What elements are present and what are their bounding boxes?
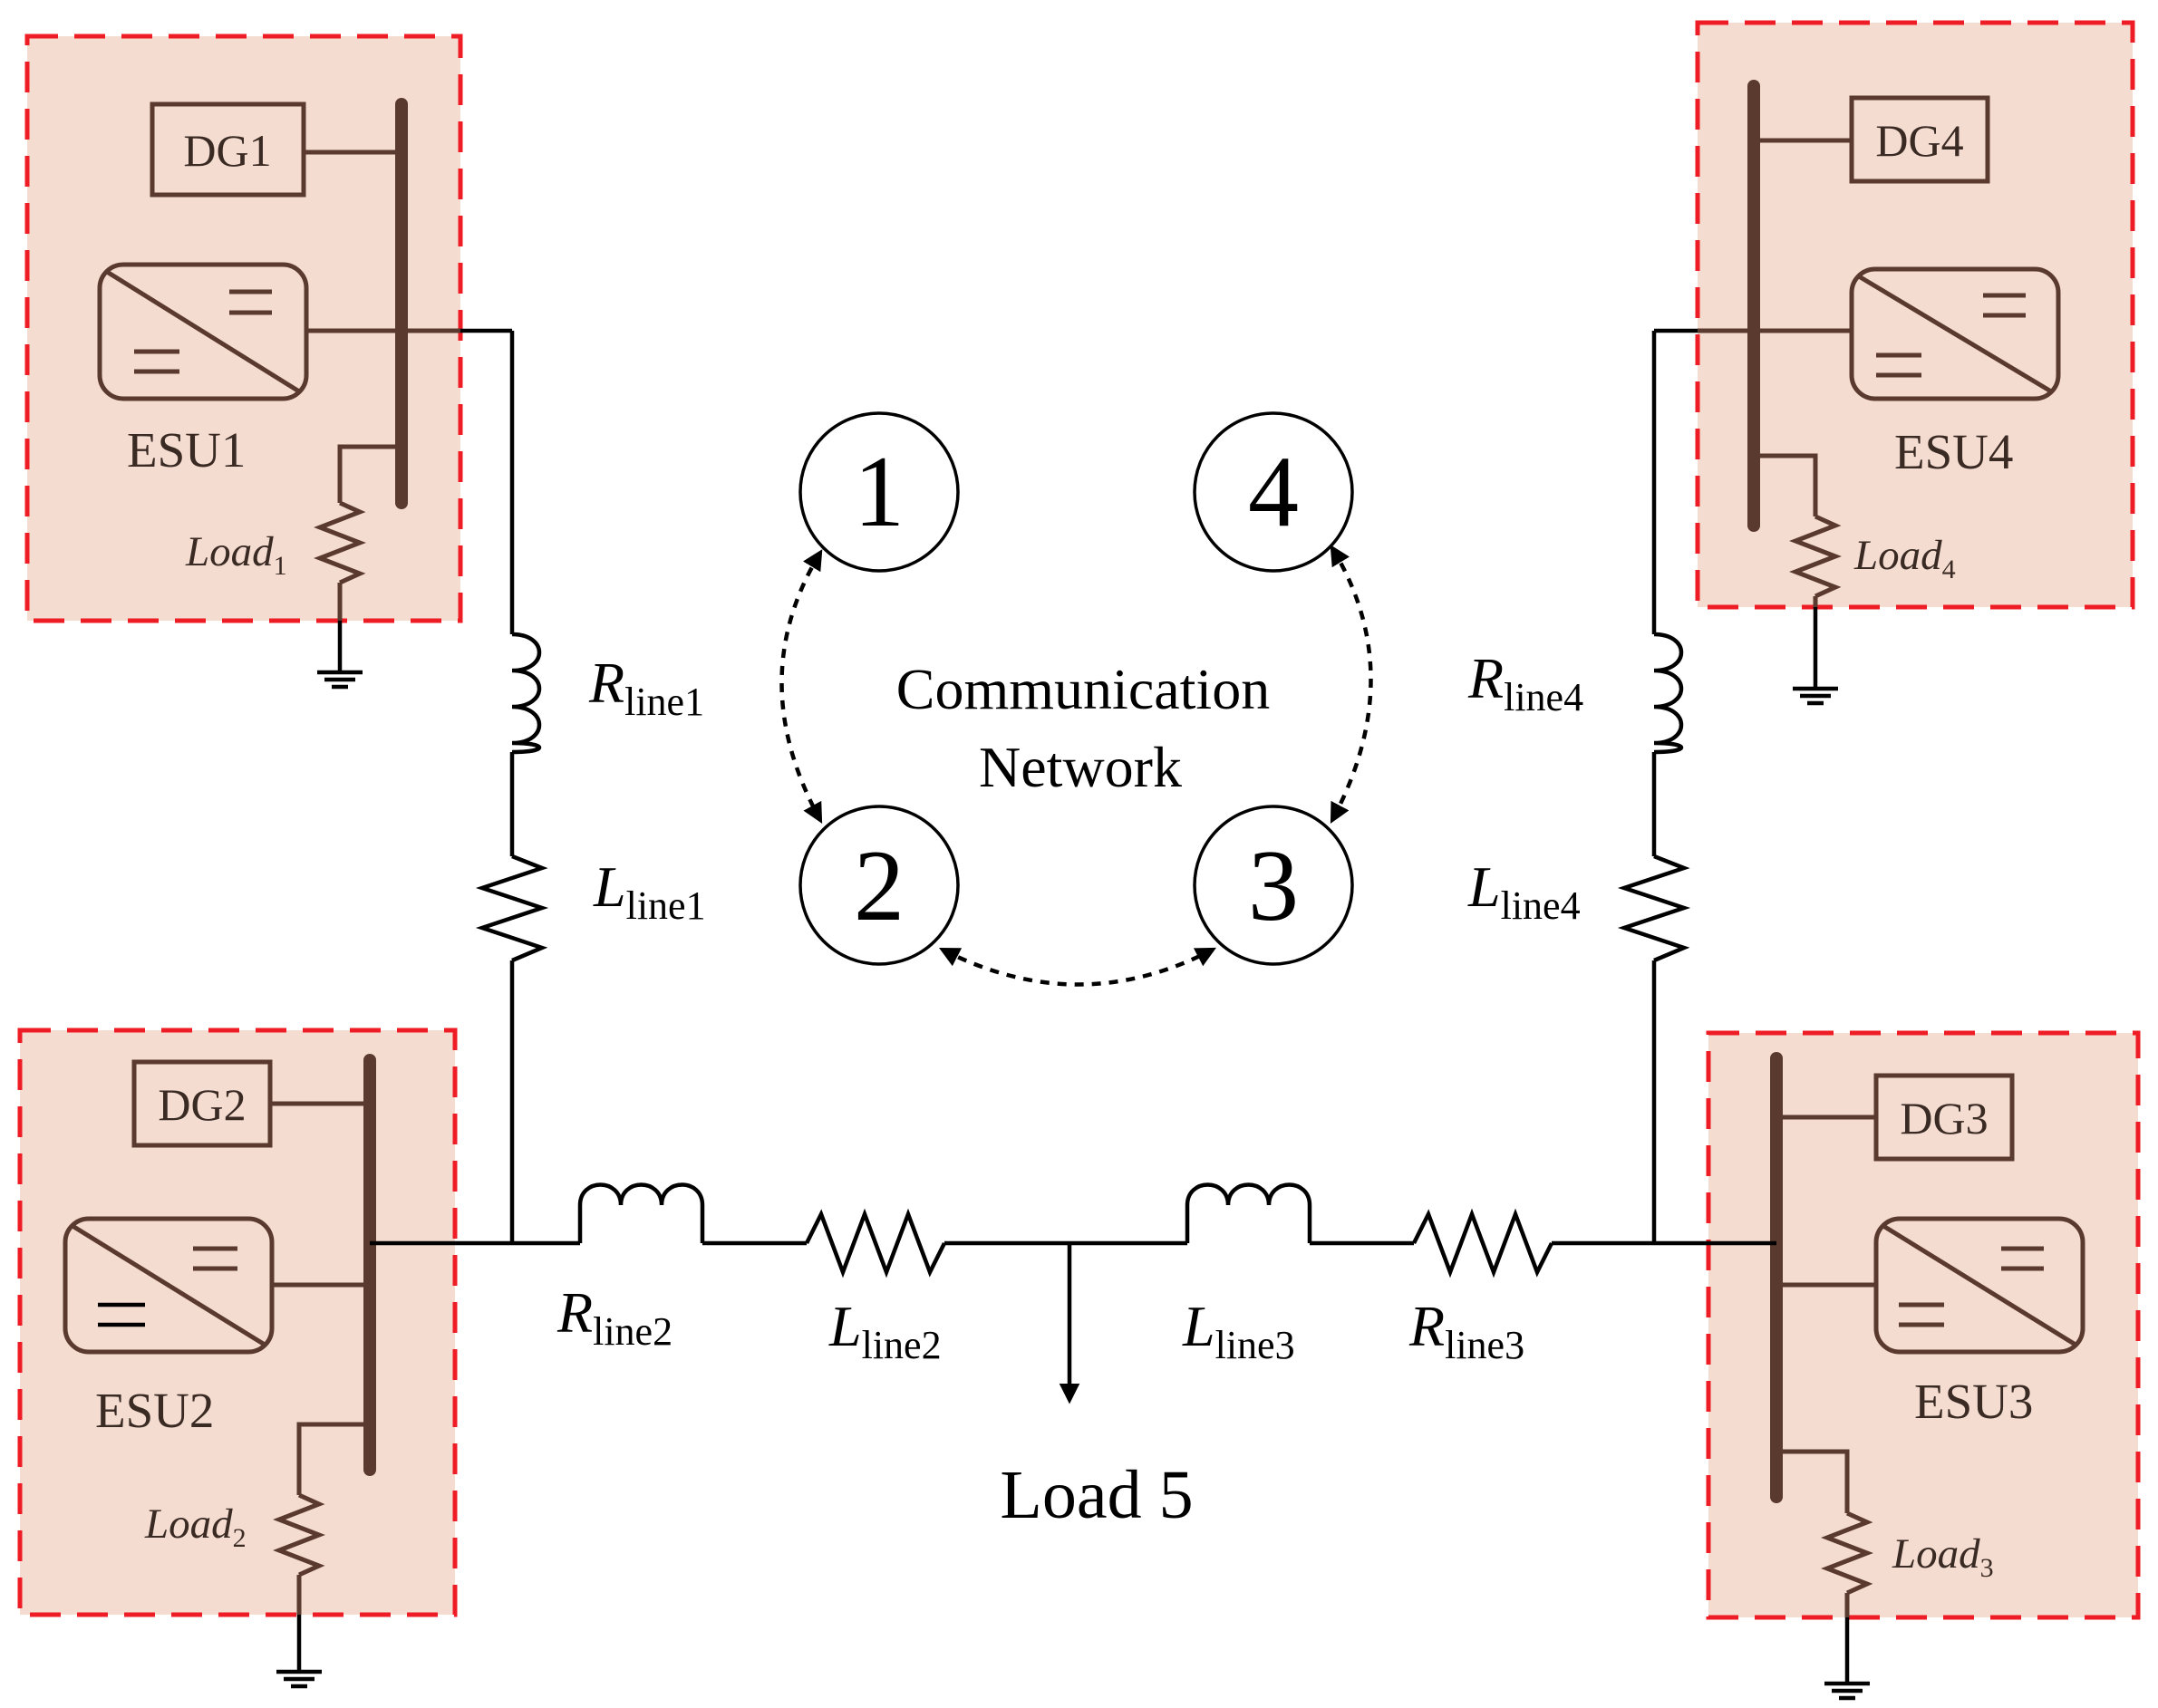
resistor-icon [314,500,366,585]
load4-label: Load4 [1853,532,1956,584]
link-2-3 [938,947,1216,987]
communication-label: Communication [896,657,1270,721]
l-line1-base: L [593,854,626,919]
dg2-label: DG2 [158,1079,246,1130]
l-line1-sub: line1 [626,883,706,928]
load2-base: Load [144,1501,233,1548]
node-4-label: 4 [1248,436,1299,548]
converter-icon [1873,1216,2085,1355]
load2-sub: 2 [233,1523,247,1553]
load3-sub: 3 [1980,1553,1994,1583]
resistor-icon [1411,1208,1554,1279]
load1-label: Load1 [185,528,287,581]
ground-icon [1793,686,1838,706]
l-line3-base: L [1182,1294,1215,1358]
l-line1-label: Lline1 [593,854,706,928]
inductor-icon [1653,632,1684,755]
resistor-icon [1789,514,1842,599]
l-line2-base: L [828,1294,862,1358]
load4-sub: 4 [1942,555,1956,584]
unit-4: DG4 ESU4 Load4 [1695,20,2135,706]
r-line2-base: R [556,1280,593,1345]
link-4-3 [1330,545,1373,824]
esu1-label: ESU1 [127,422,246,478]
l-line3-label: Lline3 [1182,1294,1295,1367]
load4-wire [1754,453,1818,516]
inductor-icon [577,1182,705,1243]
ground-icon [1824,1681,1870,1701]
r-line1-label: Rline1 [588,651,704,724]
unit-3: DG3 ESU3 Load3 [1706,1030,2141,1701]
load3-base: Load [1892,1530,1980,1578]
node-2-label: 2 [854,830,905,942]
load3-label: Load3 [1892,1530,1994,1583]
resistor-icon [1617,854,1691,963]
load1-base: Load [185,528,274,575]
resistor-icon [1821,1510,1873,1596]
node-4 [1193,411,1354,573]
r-line4-base: R [1467,646,1504,710]
r-line3-label: Rline3 [1408,1294,1524,1367]
load2-label: Load2 [144,1501,247,1553]
node-3 [1193,805,1354,966]
r-line2-sub: line2 [593,1309,673,1354]
r-line3-base: R [1408,1294,1445,1358]
node-3-label: 3 [1248,830,1299,942]
esu4-label: ESU4 [1894,424,2013,479]
dg4-label: DG4 [1875,115,1963,166]
esu2-label: ESU2 [95,1383,214,1438]
dg1-box [150,101,306,198]
converter-icon [1849,266,2061,401]
converter-icon [97,262,309,401]
r-line1-sub: line1 [624,680,704,724]
l-line4-label: Lline4 [1467,854,1581,928]
r-line4-sub: line4 [1504,675,1583,719]
resistor-icon [804,1208,947,1279]
l-line3-sub: line3 [1215,1323,1295,1367]
inductor-icon [511,632,542,755]
r-line4-label: Rline4 [1467,646,1583,719]
communication-network: 1 2 3 4 Communication Network [779,411,1373,987]
l-line2-sub: line2 [862,1323,942,1367]
network-label: Network [979,735,1182,799]
load3-wire [1776,1449,1850,1513]
dg3-label: DG3 [1900,1093,1988,1143]
load5-label: Load 5 [1000,1457,1193,1533]
r-line3-sub: line3 [1445,1323,1524,1367]
load1-sub: 1 [274,551,287,581]
ground-icon [276,1669,322,1689]
unit-2: DG2 ESU2 Load2 [17,1028,458,1689]
node-1-label: 1 [854,436,905,548]
dg3-box [1873,1073,2015,1162]
load1-wire [337,444,402,503]
l-line4-base: L [1467,854,1501,919]
l-line4-sub: line4 [1501,883,1581,928]
resistor-icon [273,1492,325,1578]
line-labels: Rline1 Lline1 Rline4 Lline4 Rline2 Lline… [556,646,1583,1533]
load2-wire [296,1422,370,1495]
node-2 [798,805,960,966]
ground-icon [317,670,363,690]
inductor-icon [1185,1182,1312,1243]
node-1 [798,411,960,573]
converter-icon [63,1216,275,1355]
line-network [370,328,1776,1404]
l-line2-label: Lline2 [828,1294,942,1367]
r-line1-base: R [588,651,624,715]
esu3-label: ESU3 [1914,1374,2033,1429]
unit-1: DG1 ESU1 Load1 [24,34,463,690]
resistor-icon [475,854,549,963]
dg1-label: DG1 [183,125,271,176]
r-line2-label: Rline2 [556,1280,673,1354]
dg2-box [131,1059,273,1148]
load4-base: Load [1853,532,1942,579]
link-1-2 [779,549,823,824]
